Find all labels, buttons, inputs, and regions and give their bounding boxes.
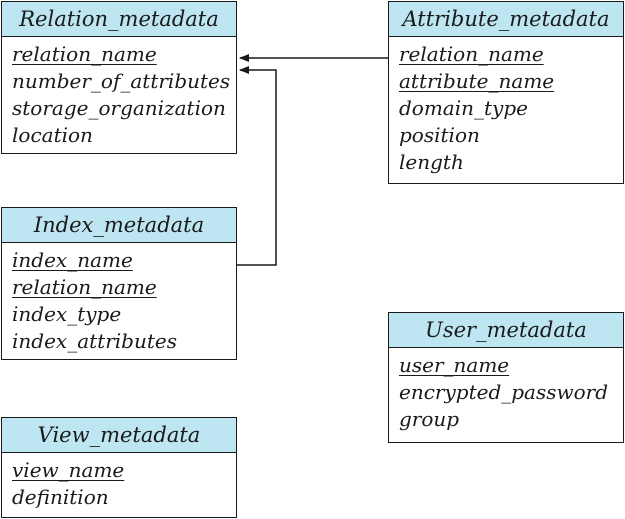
table-header: Relation_metadata — [2, 2, 236, 37]
attribute: group — [399, 407, 460, 431]
table-header: Index_metadata — [2, 208, 236, 243]
attribute: position — [399, 123, 480, 147]
attribute: definition — [12, 485, 109, 509]
attribute: index_attributes — [12, 329, 177, 353]
primary-key-attribute: relation_name — [12, 275, 157, 299]
attribute: location — [12, 123, 93, 147]
attribute-list: index_name relation_name index_type index_a… — [2, 243, 236, 355]
primary-key-attribute: index_name — [12, 248, 133, 272]
user-metadata-table: User_metadata user_name encrypted_passwor… — [388, 312, 624, 443]
primary-key-attribute: user_name — [399, 353, 510, 377]
view-metadata-table: View_metadata view_name definition — [1, 417, 237, 518]
attribute: storage_organization — [12, 96, 226, 120]
relation-metadata-table: Relation_metadata relation_name number_of… — [1, 1, 237, 154]
attribute: number_of_attributes — [12, 69, 231, 93]
primary-key-attribute: view_name — [12, 458, 125, 482]
attribute-metadata-table: Attribute_metadata relation_name attribut… — [388, 1, 624, 184]
fk-arrow-index-to-relation — [237, 66, 277, 266]
table-header: User_metadata — [389, 313, 623, 348]
attribute: domain_type — [399, 96, 528, 120]
attribute: index_type — [12, 302, 122, 326]
table-header: View_metadata — [2, 418, 236, 453]
table-header: Attribute_metadata — [389, 2, 623, 37]
primary-key-attribute: relation_name — [12, 42, 157, 66]
attribute: encrypted_password — [399, 380, 609, 404]
primary-key-attribute: relation_name — [399, 42, 544, 66]
attribute-list: view_name definition — [2, 453, 236, 511]
attribute: length — [399, 150, 464, 174]
primary-key-attribute: attribute_name — [399, 69, 555, 93]
